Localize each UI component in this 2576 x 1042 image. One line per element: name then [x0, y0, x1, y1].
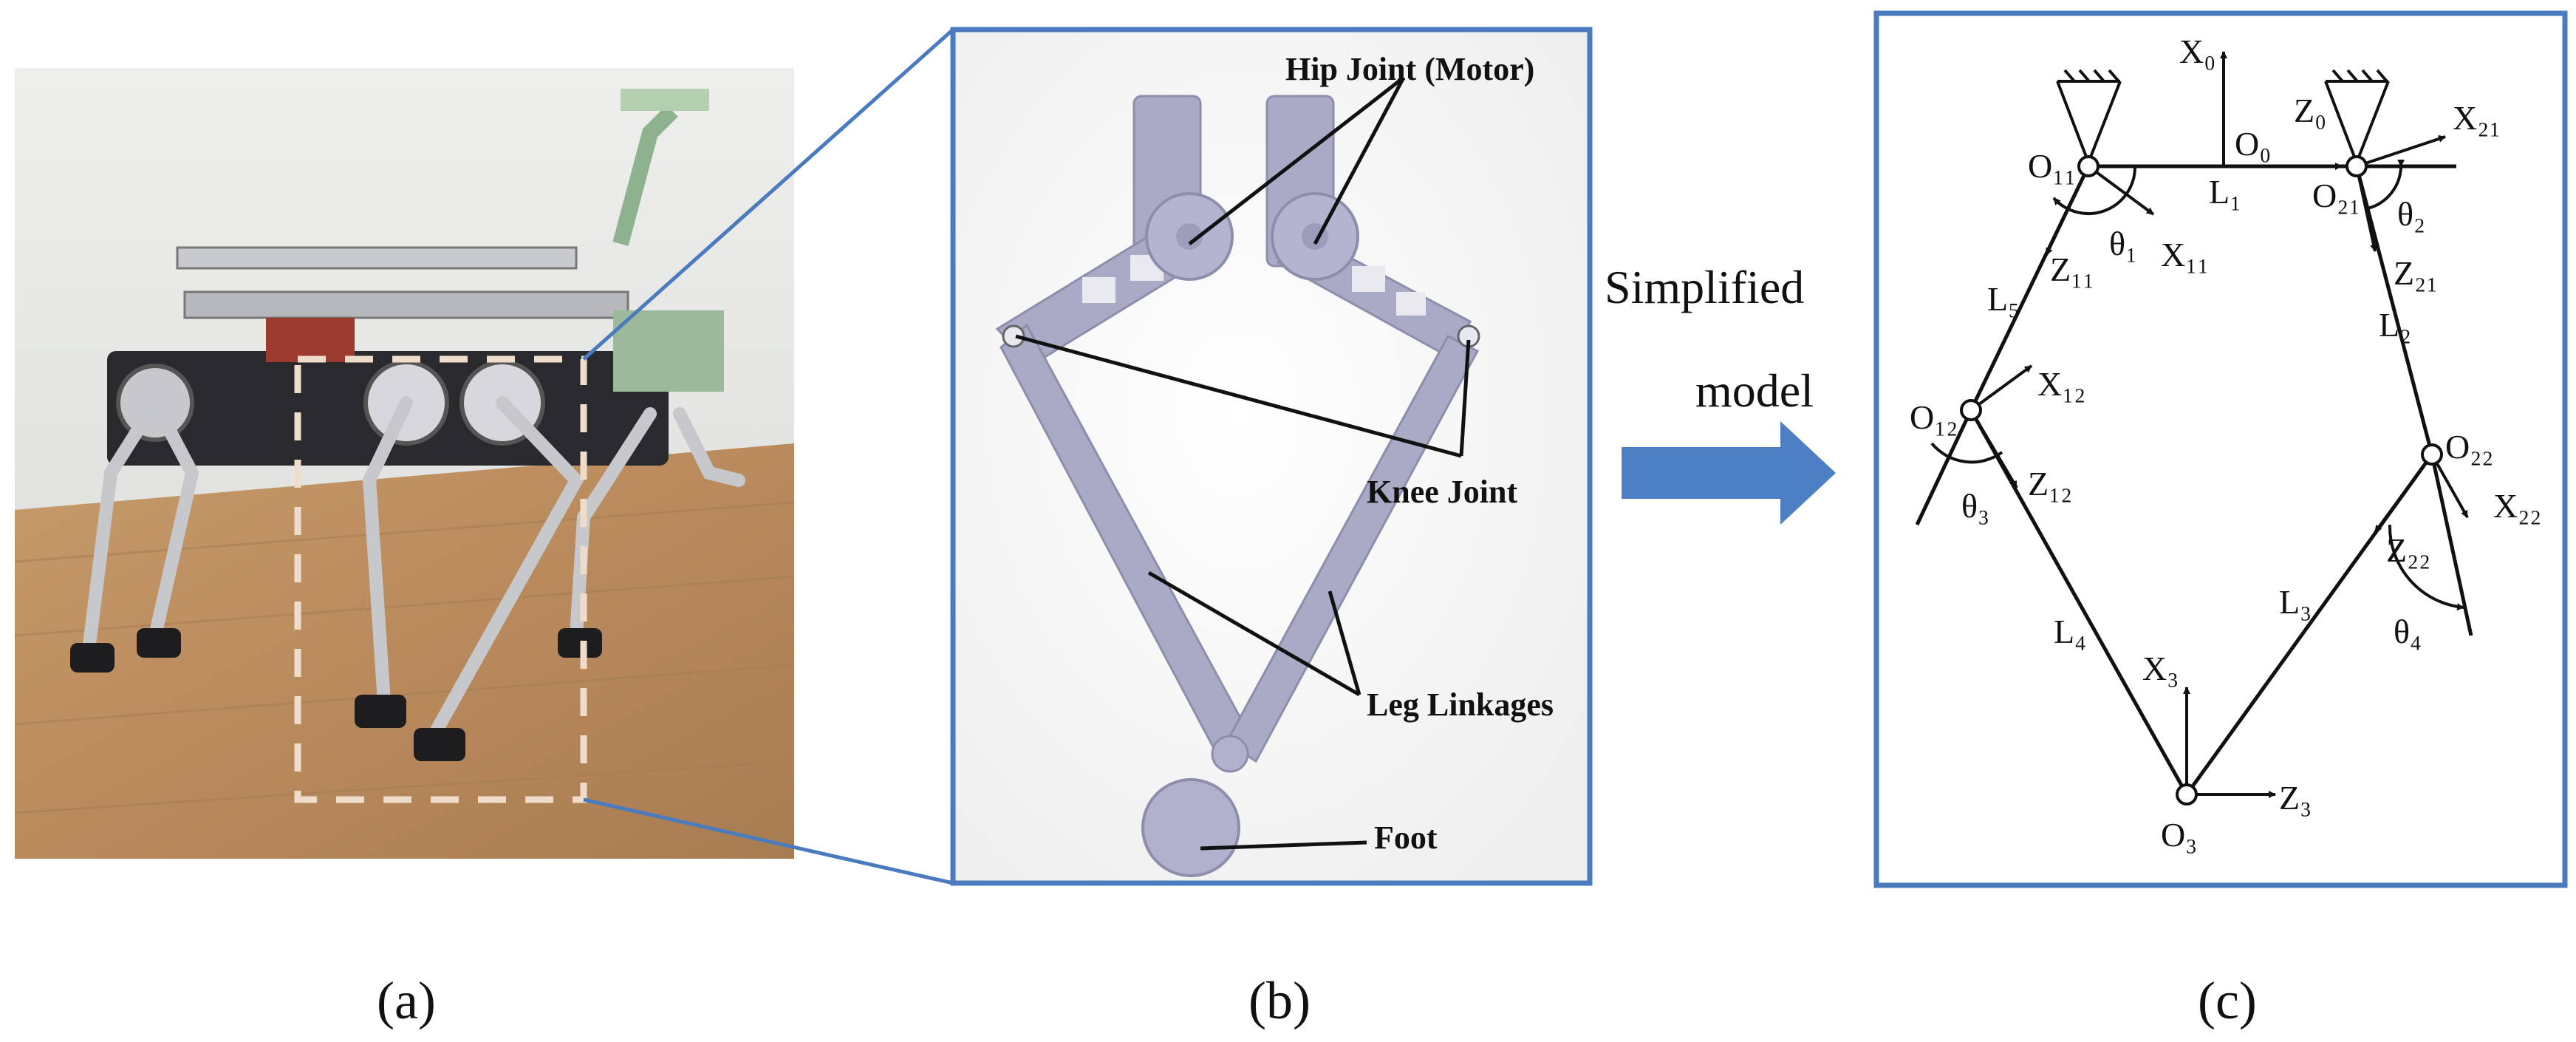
label-o12: O₁₂ — [1910, 398, 1958, 436]
simplified-model-arrow: Simplified model — [1605, 261, 1836, 525]
right-arrow-icon — [1622, 421, 1836, 525]
highlight-box — [294, 355, 587, 803]
label-theta2: θ₂ — [2397, 195, 2425, 233]
label-x3: X₃ — [2142, 650, 2179, 687]
label-z21: Z₂₁ — [2394, 254, 2438, 292]
label-theta3: θ₃ — [1961, 487, 1989, 525]
zoom-lines — [582, 28, 954, 885]
caption-c: (c) — [2198, 971, 2257, 1030]
label-z22: Z₂₂ — [2386, 531, 2430, 569]
arrow-label-line1: Simplified — [1605, 261, 1804, 313]
label-l4: L₄ — [2054, 613, 2086, 650]
label-x11: X₁₁ — [2161, 236, 2209, 273]
arrow-label-line2: model — [1695, 364, 1814, 417]
robot-photo — [14, 68, 795, 859]
label-z3: Z₃ — [2279, 779, 2312, 817]
kinematic-diagram-panel: X₀ O₀ Z₀ X₂₁ O₁₁ L₁ O₂₁ θ₁ X₁₁ θ₂ Z₁₁ Z₂… — [1873, 10, 2568, 888]
foot-label: Foot — [1374, 820, 1438, 856]
caption-b: (b) — [1248, 971, 1311, 1030]
label-o21: O₂₁ — [2312, 177, 2360, 214]
label-x12: X₁₂ — [2037, 365, 2085, 403]
cad-leg-panel — [950, 27, 1593, 886]
label-l1: L₁ — [2209, 173, 2241, 211]
label-x21: X₂₁ — [2453, 99, 2501, 137]
label-x0: X₀ — [2179, 33, 2215, 70]
caption-a: (a) — [377, 971, 436, 1030]
leg-linkages-label: Leg Linkages — [1367, 687, 1554, 723]
label-z11: Z₁₁ — [2050, 251, 2094, 288]
label-z12: Z₁₂ — [2028, 465, 2072, 503]
knee-joint-label: Knee Joint — [1367, 474, 1517, 510]
label-theta1: θ₁ — [2109, 225, 2137, 262]
label-l3: L₃ — [2279, 583, 2312, 621]
label-o0: O₀ — [2235, 125, 2271, 163]
label-o22: O₂₂ — [2445, 428, 2493, 466]
label-l5: L₅ — [1987, 280, 2020, 318]
label-z0: Z₀ — [2294, 92, 2326, 129]
label-o3: O₃ — [2161, 816, 2197, 854]
label-theta4: θ₄ — [2394, 613, 2422, 650]
label-x22: X₂₂ — [2493, 487, 2541, 525]
label-o11: O₁₁ — [2028, 147, 2076, 185]
label-l2: L₂ — [2379, 306, 2411, 344]
hip-joint-label: Hip Joint (Motor) — [1285, 51, 1534, 87]
